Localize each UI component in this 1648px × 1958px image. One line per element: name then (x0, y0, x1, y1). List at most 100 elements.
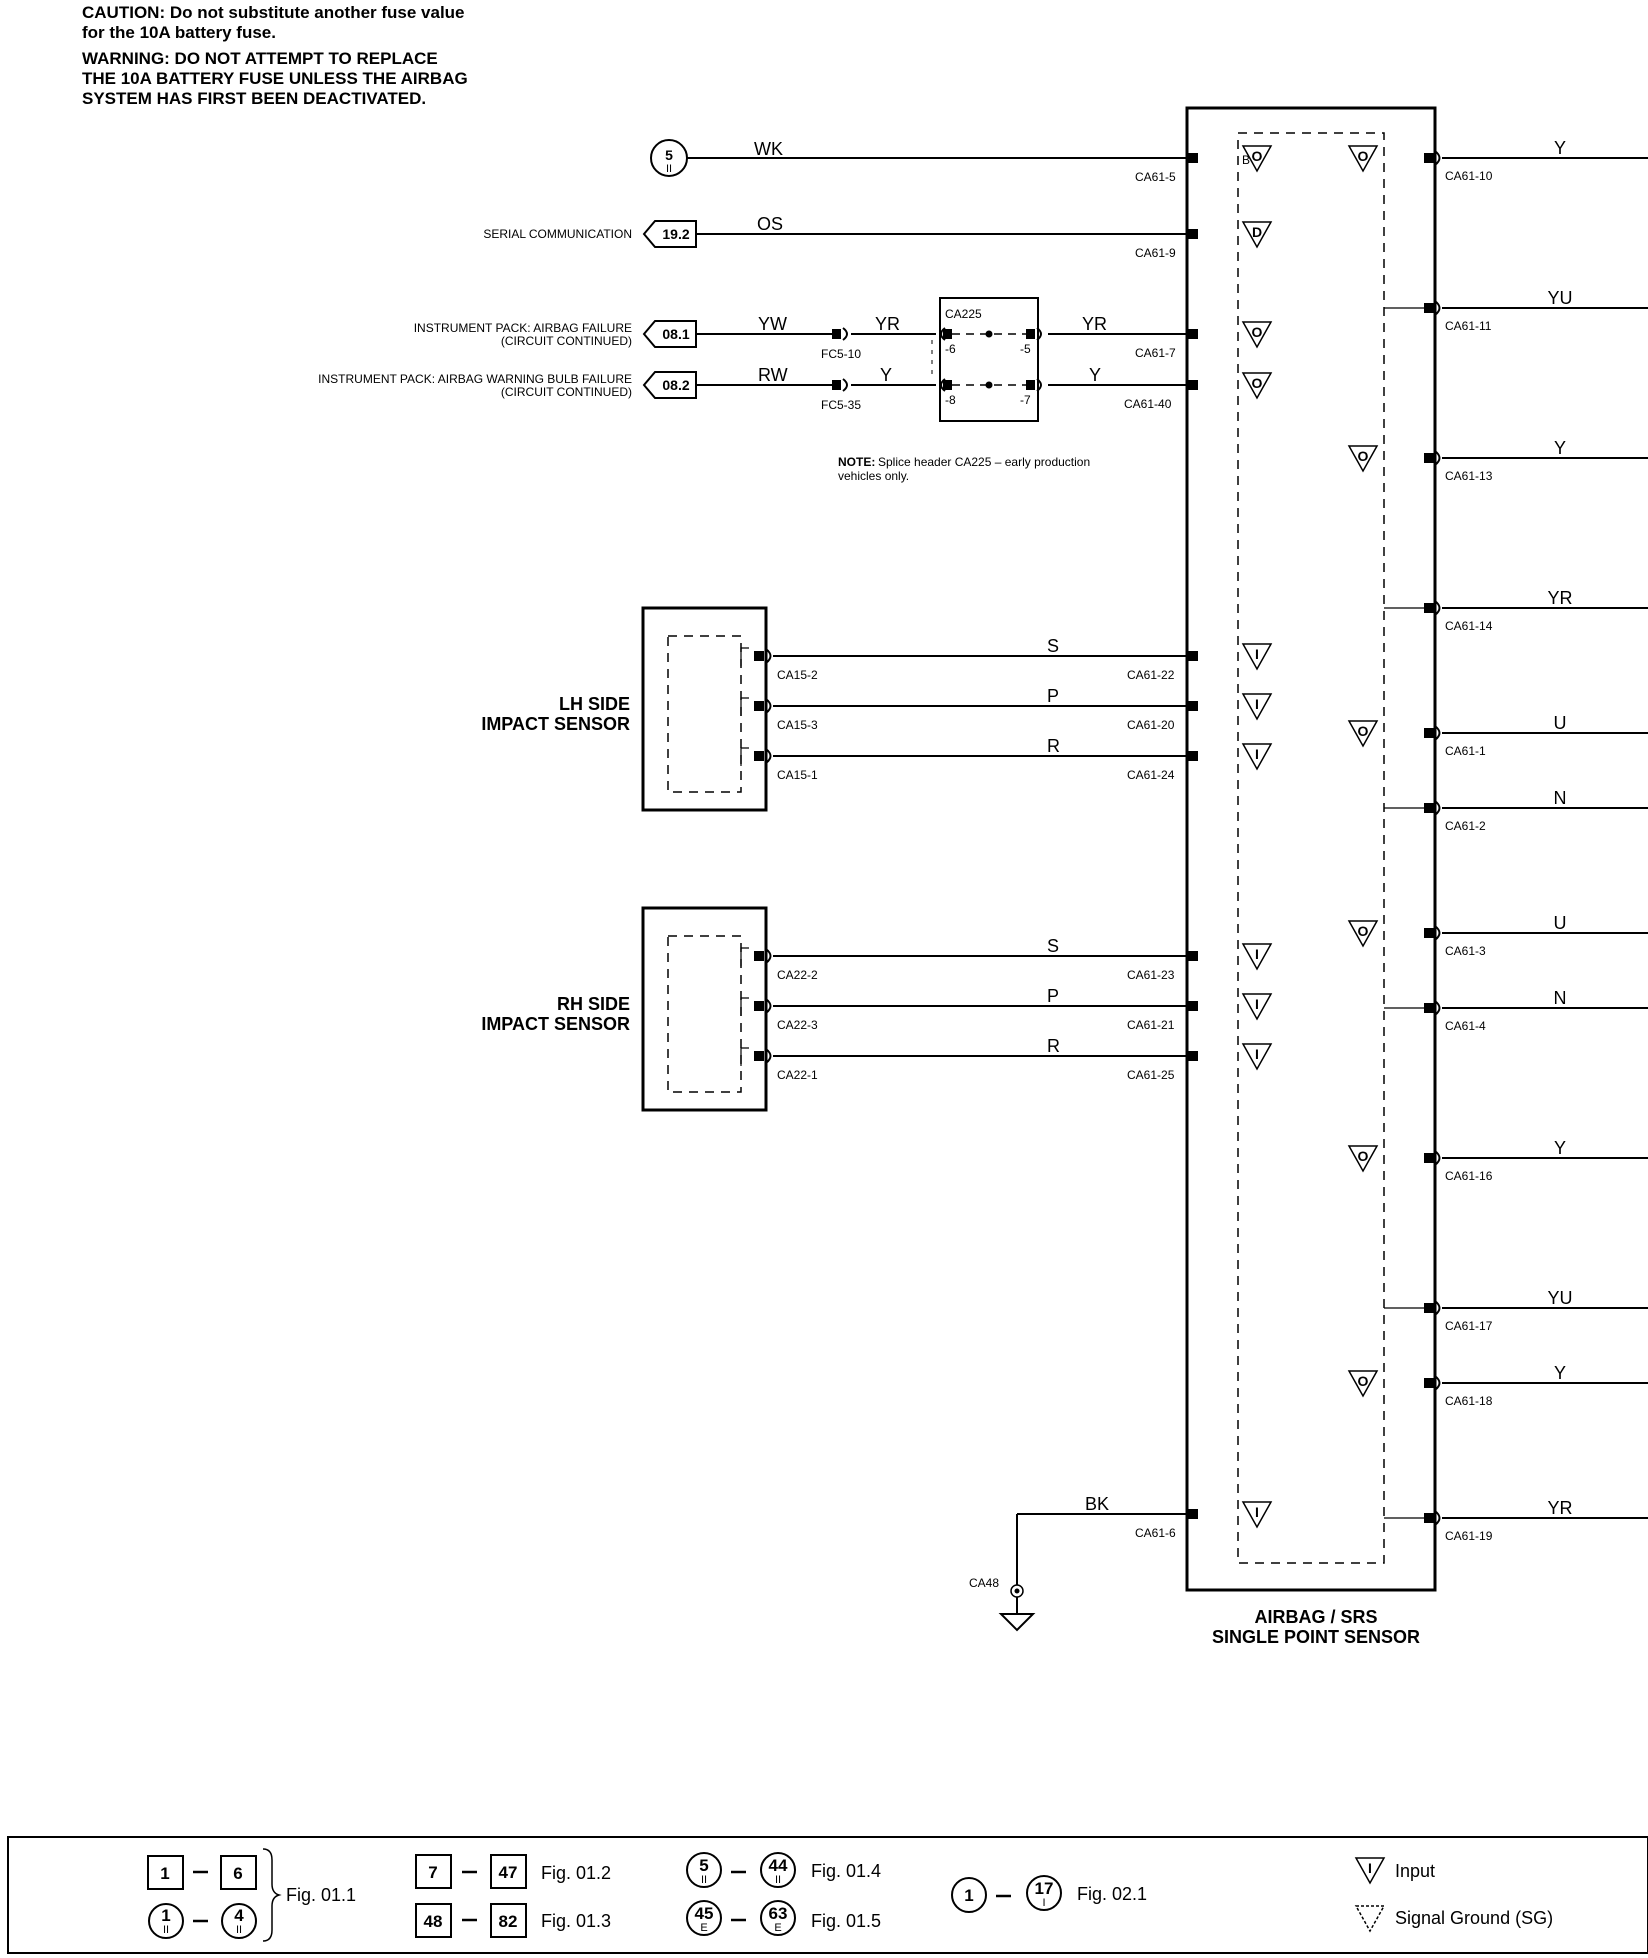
pin-terminal-icon (1424, 1303, 1435, 1313)
pin-direction-icon (1241, 743, 1273, 771)
pin-label: CA61-17 (1445, 1319, 1493, 1333)
pin-label: CA61-9 (1135, 246, 1176, 260)
pin-terminal-icon (1424, 1153, 1435, 1163)
connector-icon (1434, 725, 1441, 741)
legend-circle-icon (951, 1877, 987, 1913)
legend-to: 63 (769, 1904, 788, 1923)
connector-icon (1434, 1375, 1441, 1391)
pin-symbol-letter: I (1255, 696, 1259, 712)
pin-direction-icon (1347, 920, 1379, 948)
pin-terminal-icon (754, 1051, 764, 1061)
ref-description: SERIAL COMMUNICATION (483, 227, 632, 241)
legend-circle-icon (221, 1903, 257, 1939)
pin-direction-icon (1347, 445, 1379, 473)
wire-code: YR (1547, 588, 1572, 608)
legend-from: 48 (424, 1912, 443, 1931)
pin-label: CA61-19 (1445, 1529, 1493, 1543)
inline-connector-icon (832, 380, 841, 390)
module-title-2: SINGLE POINT SENSOR (1212, 1627, 1420, 1647)
pin-label: CA61-14 (1445, 619, 1493, 633)
inline-pin-label: FC5-35 (821, 398, 861, 412)
wire-code: P (1047, 986, 1059, 1006)
legend-box (7, 1836, 1648, 1954)
pin-symbol: O (1347, 720, 1379, 748)
pin-label: CA61-18 (1445, 1394, 1493, 1408)
splice-box (939, 297, 1039, 422)
connector-icon (1434, 1300, 1441, 1316)
module-inner-box (1237, 132, 1385, 1564)
pin-label: CA61-11 (1445, 319, 1492, 333)
wire-code: WK (754, 139, 783, 159)
legend-to-2: 4 (234, 1906, 244, 1925)
pin-terminal-icon (1187, 229, 1198, 239)
legend-label: Fig. 01.4 (811, 1861, 881, 1881)
pin-symbol-letter: I (1255, 746, 1259, 762)
legend-to: 44 (769, 1856, 788, 1875)
pin-label: CA61-5 (1135, 170, 1176, 184)
connector-icon (765, 1048, 772, 1064)
ground-icon (998, 1613, 1036, 1632)
splice-name: CA225 (945, 307, 982, 321)
ground-circuit: BK CA61-6 CA48 (969, 1494, 1198, 1632)
pin-symbol: I (1241, 943, 1273, 971)
legend-from-2-sub: II (163, 1924, 169, 1936)
connector-icon (1434, 800, 1441, 816)
pin-label: CA61-24 (1127, 768, 1175, 782)
pin-terminal-icon (754, 951, 764, 961)
pin-symbol-letter: D (1252, 224, 1262, 240)
connector-icon (1434, 450, 1441, 466)
legend-from: 1 (964, 1886, 973, 1905)
wire-code: YW (758, 314, 787, 334)
pin-label: CA61-22 (1127, 668, 1175, 682)
splice-header: CA225 (931, 297, 1042, 422)
pin-terminal-icon (1187, 329, 1198, 339)
ref-description-1: INSTRUMENT PACK: AIRBAG WARNING BULB FAI… (318, 372, 632, 386)
ref-number: 08.1 (662, 326, 689, 342)
pin-symbol-letter: O (1358, 1148, 1369, 1164)
inline-connector-icon (832, 329, 841, 339)
legend-circle-icon (1026, 1875, 1062, 1911)
pin-terminal-icon (754, 651, 764, 661)
module-title-1: AIRBAG / SRS (1254, 1607, 1377, 1627)
sensor-box (641, 606, 768, 812)
inline-connector-icon (842, 327, 848, 341)
wire-row-yw: 08.1 INSTRUMENT PACK: AIRBAG FAILURE (CI… (414, 314, 1198, 361)
sensor-name-2: IMPACT SENSOR (481, 714, 630, 734)
pin-label: CA61-7 (1135, 346, 1176, 360)
wire-code: N (1554, 988, 1567, 1008)
pin-terminal-icon (1187, 951, 1198, 961)
wire-code: YU (1547, 288, 1572, 308)
pin-direction-icon (1241, 1043, 1273, 1071)
splice-terminal-icon (943, 380, 952, 390)
wire-code: U (1554, 913, 1567, 933)
legend-to: 17 (1035, 1879, 1054, 1898)
splice-note-2: vehicles only. (838, 469, 909, 483)
pin-terminal-icon (754, 1001, 764, 1011)
legend-from: 1 (160, 1864, 169, 1883)
legend-label: Fig. 01.1 (286, 1885, 356, 1905)
inline-connector-icon (842, 378, 848, 392)
pin-symbol-letter: I (1255, 1046, 1259, 1062)
pin-symbol: D (1241, 221, 1273, 249)
legend-to: 82 (499, 1912, 518, 1931)
pin-label: CA61-20 (1127, 718, 1175, 732)
pin-label: CA61-13 (1445, 469, 1493, 483)
pin-terminal-icon (1424, 453, 1435, 463)
legend-to: 47 (499, 1863, 518, 1882)
connector-icon (1434, 1510, 1441, 1526)
pin-symbol: O (1347, 920, 1379, 948)
connector-icon (765, 748, 772, 764)
pin-direction-icon (1347, 1145, 1379, 1173)
warning-line-1: WARNING: DO NOT ATTEMPT TO REPLACE (82, 49, 438, 68)
legend-to-sub: II (775, 1874, 781, 1886)
legend-circle-icon (686, 1852, 722, 1888)
ref-number: 19.2 (662, 226, 689, 242)
splice-node-icon (985, 330, 993, 338)
sensor-internal-lead (740, 1047, 749, 1066)
wire-code: S (1047, 936, 1059, 956)
pin-symbol: O (1347, 445, 1379, 473)
